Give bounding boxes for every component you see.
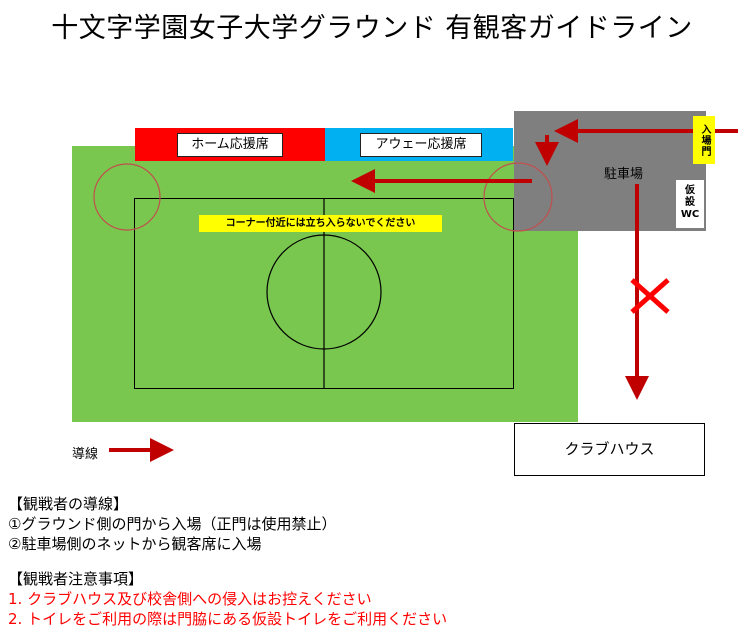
away-stand-label: アウェー応援席 bbox=[360, 133, 482, 157]
parking-label: 駐車場 bbox=[604, 167, 644, 182]
clubhouse: クラブハウス bbox=[514, 423, 705, 476]
corner-warning-note: コーナー付近には立ち入らないでください bbox=[199, 215, 442, 232]
caution-item: 1. クラブハウス及び校舎側への侵入はお控えください bbox=[8, 590, 372, 608]
entrance-gate-label: 入場門 bbox=[693, 116, 715, 164]
corner-zone-right bbox=[483, 162, 553, 232]
route-heading: 【観戦者の導線】 bbox=[8, 495, 129, 513]
corner-zone-left bbox=[93, 163, 161, 231]
legend-route-label: 導線 bbox=[72, 447, 99, 462]
route-section: 【観戦者の導線】 ①グラウンド側の門から入場（正門は使用禁止） ②駐車場側のネッ… bbox=[8, 494, 336, 554]
caution-heading: 【観戦者注意事項】 bbox=[8, 570, 144, 588]
caution-section: 【観戦者注意事項】 1. クラブハウス及び校舎側への侵入はお控えください 2. … bbox=[8, 569, 447, 629]
wc-label-line: WC bbox=[680, 209, 700, 220]
soccer-field bbox=[72, 146, 578, 422]
prohibited-cross-icon bbox=[630, 278, 670, 314]
wc-label-line: 仮 bbox=[685, 185, 695, 196]
route-item: ②駐車場側のネットから観客席に入場 bbox=[8, 535, 262, 553]
page-title: 十文字学園女子大学グラウンド 有観客ガイドライン bbox=[51, 13, 693, 44]
caution-item: 2. トイレをご利用の際は門脇にある仮設トイレをご利用ください bbox=[8, 610, 448, 628]
home-stand-label: ホーム応援席 bbox=[177, 133, 283, 157]
route-item: ①グラウンド側の門から入場（正門は使用禁止） bbox=[8, 515, 337, 533]
wc-label-line: 設 bbox=[685, 197, 695, 208]
temporary-wc: 仮 設 WC bbox=[676, 180, 704, 228]
center-circle bbox=[266, 234, 382, 350]
